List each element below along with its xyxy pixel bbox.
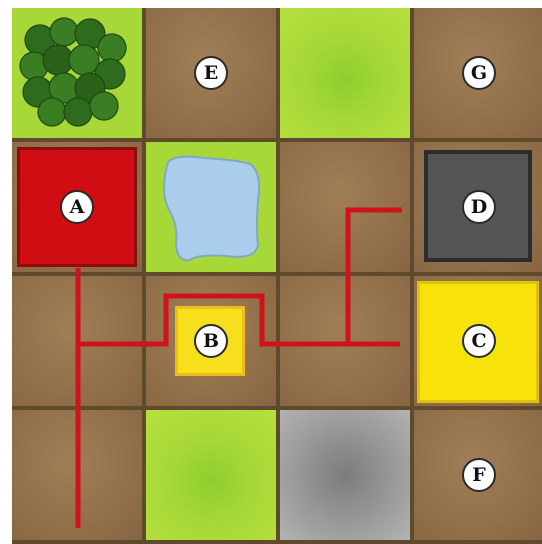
game-board: E G A D B C F bbox=[12, 8, 542, 544]
label-f: F bbox=[462, 458, 496, 492]
cell-e[interactable]: E bbox=[146, 8, 276, 138]
cell-grass-top[interactable] bbox=[280, 8, 410, 138]
cell-dirt-r2c0[interactable] bbox=[12, 276, 142, 406]
label-e: E bbox=[194, 56, 228, 90]
cell-d[interactable]: D bbox=[414, 142, 542, 272]
cell-a[interactable]: A bbox=[12, 142, 142, 272]
cell-dirt-r2c2[interactable] bbox=[280, 276, 410, 406]
cell-dirt-r3c0[interactable] bbox=[12, 410, 142, 540]
label-c: C bbox=[462, 324, 496, 358]
cell-forest[interactable] bbox=[12, 8, 142, 138]
label-d: D bbox=[462, 190, 496, 224]
cell-c[interactable]: C bbox=[414, 276, 542, 406]
cell-f[interactable]: F bbox=[414, 410, 542, 540]
label-b: B bbox=[194, 324, 228, 358]
cell-b[interactable]: B bbox=[146, 276, 276, 406]
lake-icon bbox=[146, 142, 276, 272]
cell-stone[interactable] bbox=[280, 410, 410, 540]
cell-dirt-r1c2[interactable] bbox=[280, 142, 410, 272]
label-g: G bbox=[462, 56, 496, 90]
label-a: A bbox=[60, 190, 94, 224]
cell-g[interactable]: G bbox=[414, 8, 542, 138]
cell-lake[interactable] bbox=[146, 142, 276, 272]
forest-icon bbox=[12, 8, 142, 138]
cell-grass-bottom[interactable] bbox=[146, 410, 276, 540]
